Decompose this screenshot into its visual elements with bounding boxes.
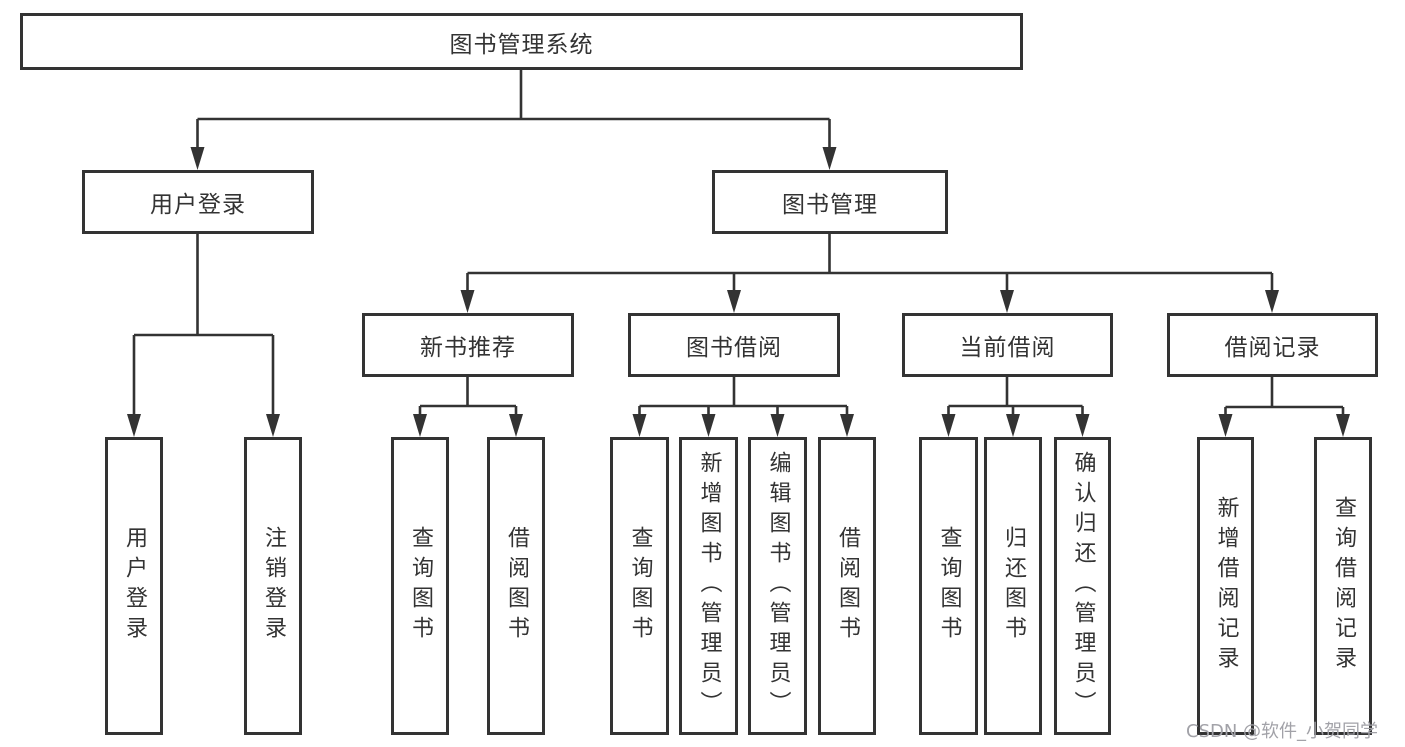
arrowhead [1218,414,1233,437]
leaf-logout-login: 注销登录 [244,437,302,735]
node-book-borrowing: 图书借阅 [628,313,840,377]
leaf-current-return-books-label: 归还图书 [1001,526,1026,646]
node-root: 图书管理系统 [20,13,1023,70]
arrowhead [1000,290,1014,313]
node-borrowing-records-label: 借阅记录 [1224,335,1321,361]
leaf-borrow-edit-books-admin: 编辑图书（管理员） [748,437,807,735]
node-user-login: 用户登录 [82,170,314,234]
connector-user-login-to-leaves [132,234,275,416]
node-book-borrowing-label: 图书借阅 [686,335,782,361]
connector-current-borrow-to-leaves [947,377,1084,416]
arrowhead [266,414,280,437]
leaf-records-add-record-label: 新增借阅记录 [1213,496,1239,676]
leaf-borrow-edit-books-admin-label: 编辑图书（管理员） [765,451,791,721]
arrowhead [701,414,716,437]
arrowhead [127,414,141,437]
arrowhead [1265,290,1279,313]
leaf-current-return-books: 归还图书 [984,437,1042,735]
watermark: CSDN @软件_小贺同学 [1186,721,1379,742]
leaf-records-query-record: 查询借阅记录 [1314,437,1372,735]
arrowhead [1075,414,1090,437]
connector-borrow-records-to-leaves [1224,377,1345,416]
leaf-borrow-borrow-books-label: 借阅图书 [835,526,860,646]
node-new-book-recommend-label: 新书推荐 [420,335,516,361]
arrowhead [770,414,785,437]
leaf-borrow-query-books-label: 查询图书 [627,526,653,646]
node-root-label: 图书管理系统 [449,31,594,58]
leaf-current-confirm-return-admin-label: 确认归还（管理员） [1070,451,1096,721]
arrowhead [840,414,854,437]
arrowhead [509,414,523,437]
arrowhead [941,414,956,437]
node-current-borrowing-label: 当前借阅 [959,335,1056,361]
arrowhead [460,290,475,313]
leaf-borrow-add-books-admin-label: 新增图书（管理员） [696,451,722,721]
connector-new-book-rec-to-leaves [418,377,518,416]
arrowhead [822,147,837,170]
leaf-newbook-borrow-books: 借阅图书 [487,437,545,735]
leaf-current-query-books-label: 查询图书 [936,526,962,646]
leaf-borrow-borrow-books: 借阅图书 [818,437,876,735]
node-book-management: 图书管理 [712,170,948,234]
node-borrowing-records: 借阅记录 [1167,313,1378,377]
arrowhead [1336,414,1350,437]
leaf-newbook-query-books: 查询图书 [391,437,449,735]
node-user-login-label: 用户登录 [150,192,246,218]
arrowhead [1006,414,1020,437]
connector-root-to-level2 [196,69,831,149]
leaf-newbook-borrow-books-label: 借阅图书 [504,526,529,646]
leaf-borrow-add-books-admin: 新增图书（管理员） [679,437,738,735]
arrowhead [190,147,205,170]
leaf-records-add-record: 新增借阅记录 [1197,437,1254,735]
leaf-user-login-label: 用户登录 [122,526,147,646]
arrowhead [413,414,427,437]
node-current-borrowing: 当前借阅 [902,313,1113,377]
leaf-newbook-query-books-label: 查询图书 [408,526,433,646]
leaf-user-login: 用户登录 [105,437,163,735]
arrowhead [727,290,741,313]
leaf-records-query-record-label: 查询借阅记录 [1331,496,1356,676]
arrowhead [632,414,647,437]
leaf-current-confirm-return-admin: 确认归还（管理员） [1054,437,1111,735]
arrowheads [127,147,1350,437]
leaf-borrow-query-books: 查询图书 [610,437,669,735]
connector-book-mgmt-to-level3 [466,234,1274,292]
leaf-current-query-books: 查询图书 [919,437,978,735]
connector-book-borrow-to-leaves [638,377,849,416]
node-new-book-recommend: 新书推荐 [362,313,574,377]
leaf-logout-login-label: 注销登录 [261,526,286,646]
node-book-management-label: 图书管理 [782,192,878,218]
